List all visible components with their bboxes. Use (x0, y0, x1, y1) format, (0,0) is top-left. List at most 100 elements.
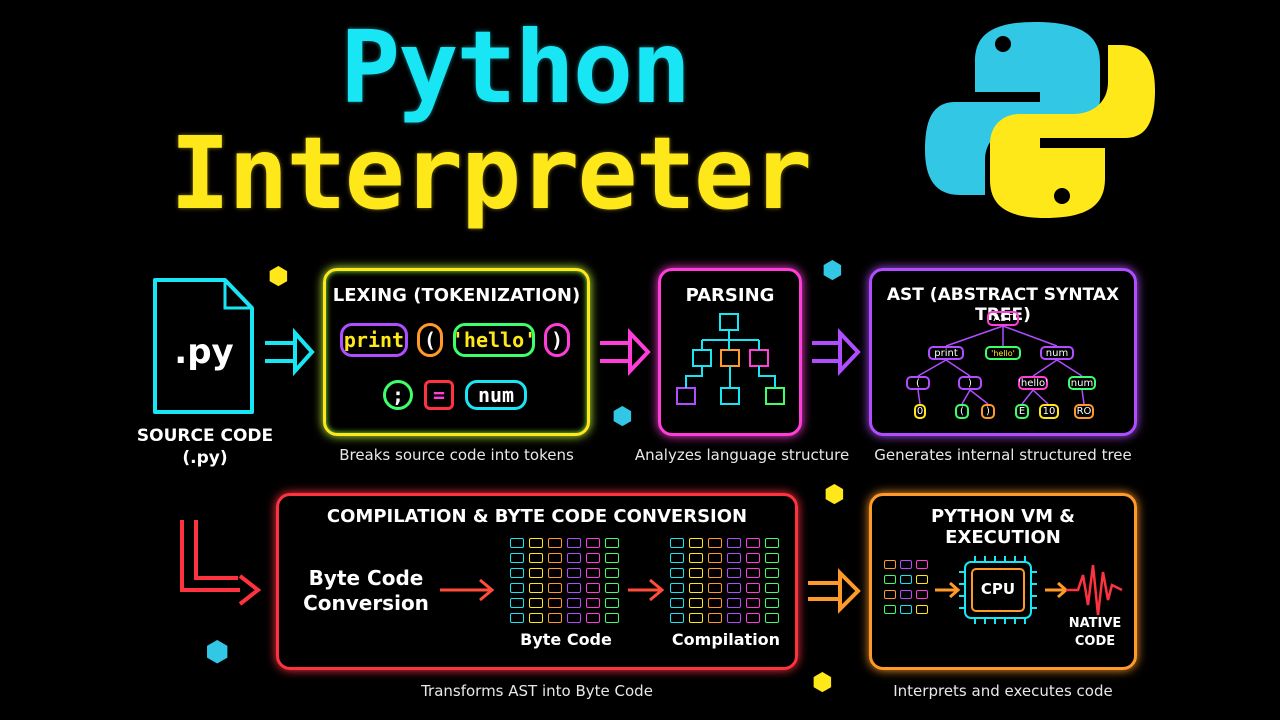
parsing-caption: Analyzes language structure (634, 446, 850, 464)
token-hello: 'hello' (452, 323, 536, 357)
ast-node-print: print (928, 346, 964, 360)
arrow-lexing-to-parsing (600, 327, 651, 377)
ast-leaf: 0 (914, 404, 926, 419)
bytecode-cell (605, 583, 619, 593)
token-num: num (465, 380, 527, 410)
parsing-box: PARSING (658, 268, 802, 436)
bytecode-cell (916, 575, 928, 584)
small-python-icon: ⬢ (812, 668, 833, 696)
source-file-extension: .py (174, 332, 234, 372)
bytecode-cell (727, 538, 741, 548)
bytecode-cell (586, 568, 600, 578)
bytecode-cell (689, 613, 703, 623)
bytecode-cell (900, 605, 912, 614)
vm-bytecode-grid (884, 560, 932, 620)
compilation-box: COMPILATION & BYTE CODE CONVERSION (276, 493, 798, 670)
bytecode-cell (586, 538, 600, 548)
ast-box: AST (ABSTRACT SYNTAX TREE) (869, 268, 1137, 436)
small-python-icon: ⬢ (205, 635, 230, 668)
bytecode-cell (605, 613, 619, 623)
bytecode-cell (708, 568, 722, 578)
token-equals: = (424, 380, 454, 410)
bytecode-cell (548, 613, 562, 623)
bytecode-cell (765, 568, 779, 578)
ast-caption: Generates internal structured tree (874, 446, 1132, 464)
bytecode-cell (548, 568, 562, 578)
bytecode-cell (708, 613, 722, 623)
bytecode-cell (708, 598, 722, 608)
ast-node-num-2: num (1068, 376, 1096, 390)
bytecode-cell (746, 583, 760, 593)
arrow-compilation-to-vm (808, 568, 861, 614)
parsing-title: PARSING (685, 285, 775, 306)
bytecode-cell (605, 553, 619, 563)
ast-leaf: ) (981, 404, 995, 419)
lexing-caption: Breaks source code into tokens (339, 446, 574, 464)
compilation-title: COMPILATION & BYTE CODE CONVERSION (326, 506, 748, 527)
bytecode-cell (765, 553, 779, 563)
source-label-line2: (.py) (182, 448, 228, 468)
bytecode-cell (746, 538, 760, 548)
bytecode-cell (916, 605, 928, 614)
token-print: print (340, 323, 408, 357)
token-semicolon: ; (383, 380, 413, 410)
bytecode-cell (605, 568, 619, 578)
bytecode-cell (567, 553, 581, 563)
ast-node-num: num (1040, 346, 1074, 360)
bytecode-cell (510, 598, 524, 608)
bytecode-cell (765, 583, 779, 593)
lexing-title: LEXING (TOKENIZATION) (332, 285, 581, 306)
bytecode-cell (670, 583, 684, 593)
bytecode-cell (884, 575, 896, 584)
title-line-2: Interpreter (170, 115, 812, 232)
token-open-paren: ( (417, 323, 443, 357)
bytecode-cell (884, 605, 896, 614)
bytecode-cell (708, 583, 722, 593)
bytecode-cell (567, 598, 581, 608)
compilation-grid (670, 538, 782, 626)
bytecode-cell (670, 568, 684, 578)
bytecode-cell (900, 575, 912, 584)
bytecode-cell (708, 538, 722, 548)
source-label-line1: SOURCE CODE (136, 426, 274, 446)
small-python-icon: ⬢ (824, 480, 845, 508)
ast-node-open-paren: ( (906, 376, 930, 390)
ast-node-root: AST (987, 311, 1019, 326)
bytecode-cell (548, 598, 562, 608)
bytecode-cell (510, 583, 524, 593)
bytecode-cell (586, 613, 600, 623)
bytecode-cell (510, 613, 524, 623)
bytecode-cell (900, 560, 912, 569)
bytecode-cell (727, 613, 741, 623)
token-close-paren: ) (544, 323, 570, 357)
bytecode-cell (670, 538, 684, 548)
bytecode-label: Byte Code (520, 630, 612, 649)
bytecode-cell (670, 553, 684, 563)
ast-title: AST (ABSTRACT SYNTAX TREE) (886, 285, 1120, 325)
bytecode-cell (746, 553, 760, 563)
bytecode-cell (708, 553, 722, 563)
compilation-caption: Transforms AST into Byte Code (421, 682, 653, 700)
bytecode-cell (765, 598, 779, 608)
bytecode-cell (689, 598, 703, 608)
bytecode-cell (746, 613, 760, 623)
bytecode-cell (529, 538, 543, 548)
small-python-icon: ⬢ (612, 402, 633, 430)
bytecode-cell (689, 568, 703, 578)
ast-node-close-paren: ) (958, 376, 982, 390)
title-line-1: Python (340, 9, 691, 126)
ast-node-hello-2: 'hello' (1018, 376, 1048, 390)
arrow-return-to-compilation (180, 520, 262, 606)
bytecode-cell (884, 560, 896, 569)
cpu-label: CPU (980, 580, 1016, 598)
bytecode-cell (586, 583, 600, 593)
bytecode-cell (670, 613, 684, 623)
bytecode-cell (605, 538, 619, 548)
bytecode-cell (900, 590, 912, 599)
compilation-left-line2: Conversion (303, 591, 429, 615)
native-code-line2: CODE (1074, 634, 1116, 649)
bytecode-cell (567, 568, 581, 578)
bytecode-cell (689, 583, 703, 593)
bytecode-cell (548, 553, 562, 563)
small-python-icon: ⬢ (822, 256, 843, 284)
